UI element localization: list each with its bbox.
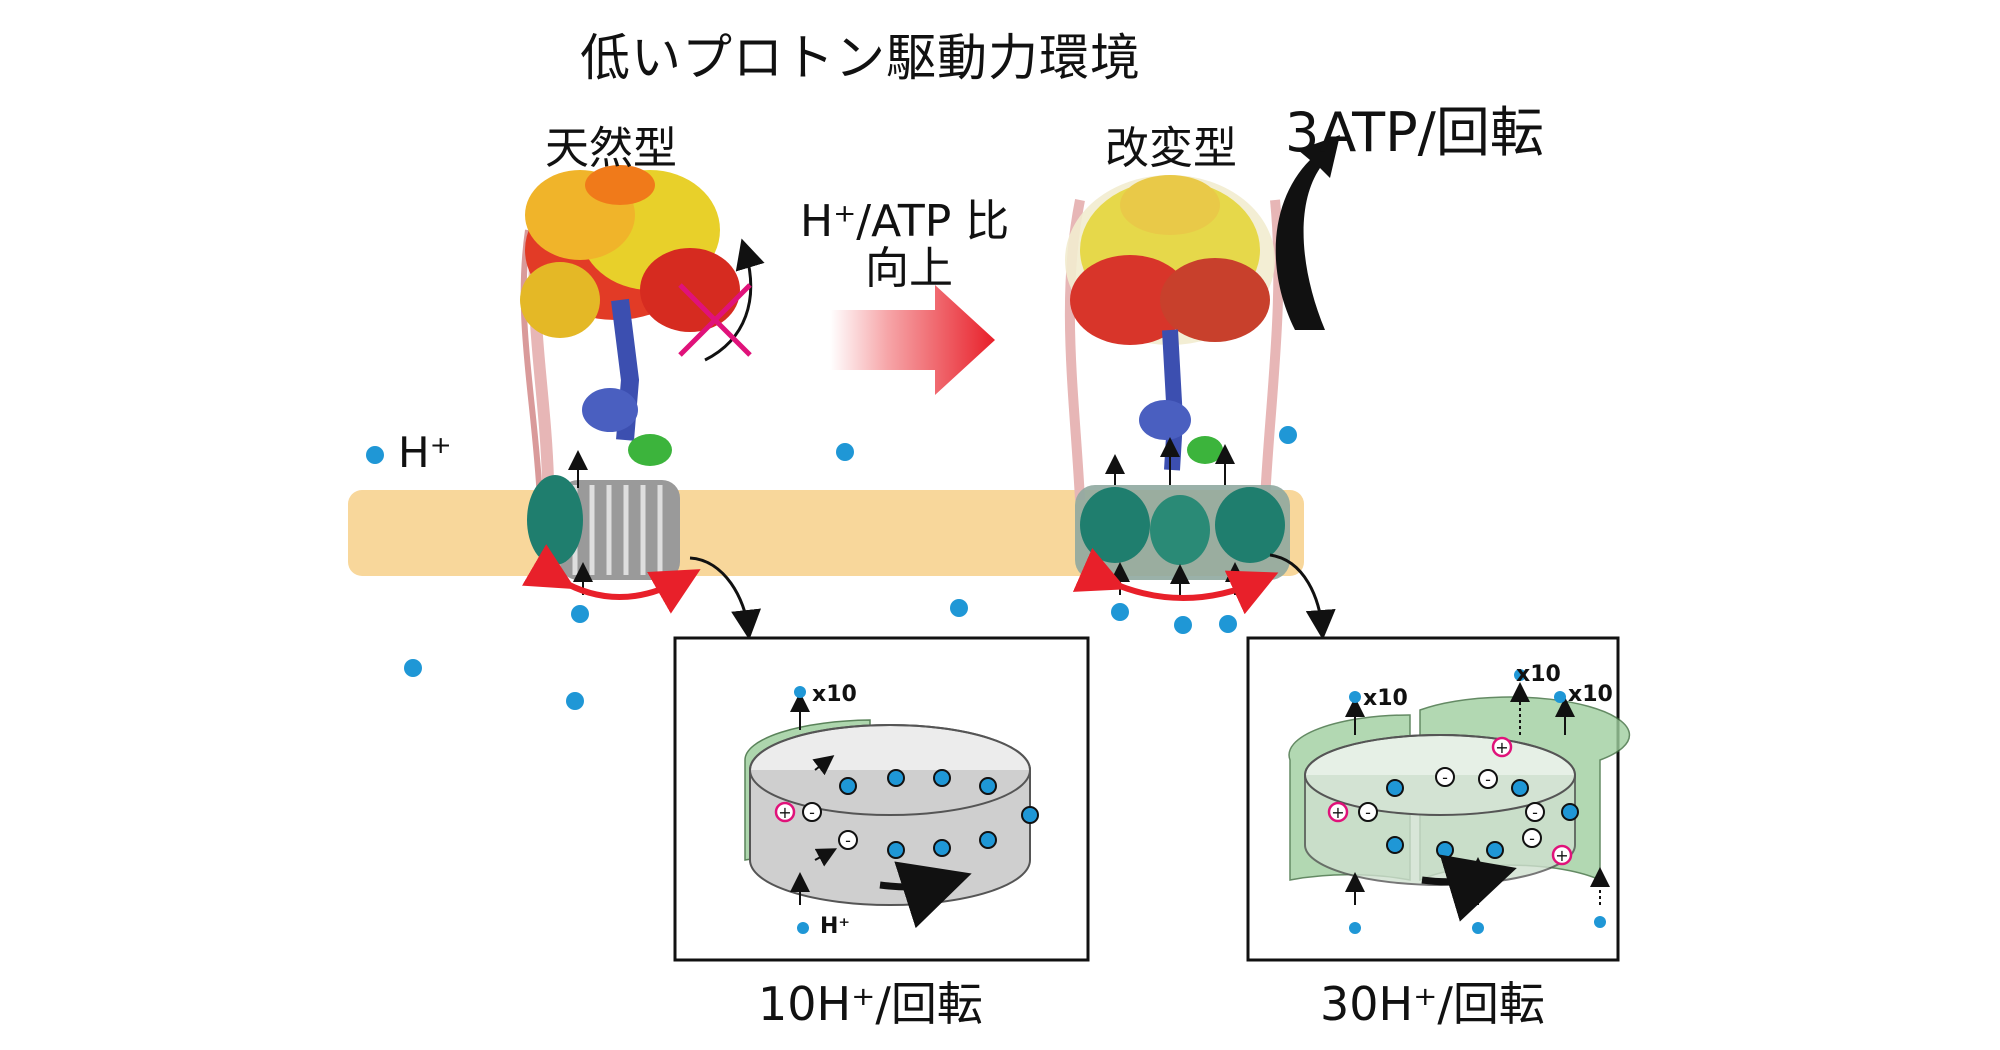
- mutant-label: 改変型: [1105, 123, 1237, 174]
- mutant-protein: [1064, 135, 1340, 640]
- svg-text:-: -: [1365, 803, 1371, 822]
- inset-left: + - -: [673, 636, 1090, 962]
- svg-text:-: -: [1442, 768, 1448, 787]
- atp-output-arrow: [1275, 135, 1340, 330]
- svg-text:-: -: [1529, 829, 1535, 848]
- svg-text:+: +: [1555, 846, 1568, 865]
- rotation-label-right: 30H⁺/回転: [1320, 977, 1545, 1031]
- svg-text:-: -: [1532, 803, 1538, 822]
- proton-dots: [366, 426, 1297, 710]
- improvement-arrow: [830, 285, 995, 395]
- svg-text:+: +: [778, 803, 791, 822]
- inset-right: - - - - - + + +: [1246, 636, 1631, 962]
- block-cross-icon: [678, 283, 752, 357]
- inset-left-proton: H⁺: [820, 914, 851, 939]
- blocked-rotation-arrow: [704, 238, 765, 362]
- ratio-label-line2: 向上: [865, 243, 953, 294]
- svg-text:-: -: [809, 803, 815, 822]
- rotation-label-left: 10H⁺/回転: [758, 977, 983, 1031]
- inset-right-multiplier: x10: [1363, 686, 1408, 711]
- wild-type-label: 天然型: [545, 123, 677, 174]
- atp-rate-label: 3ATP/回転: [1285, 101, 1544, 164]
- svg-text:+: +: [1331, 803, 1344, 822]
- inset-right-multiplier: x10: [1568, 682, 1613, 707]
- svg-text:-: -: [845, 831, 851, 850]
- diagram-title: 低いプロトン駆動力環境: [580, 29, 1141, 87]
- svg-text:+: +: [1495, 738, 1508, 757]
- proton-label: H⁺: [398, 428, 452, 477]
- wild-type-protein: [520, 165, 765, 640]
- inset-left-multiplier: x10: [812, 682, 857, 707]
- ratio-label-line1: H⁺/ATP 比: [800, 196, 1010, 247]
- svg-text:-: -: [1485, 770, 1491, 789]
- inset-right-multiplier: x10: [1516, 662, 1561, 687]
